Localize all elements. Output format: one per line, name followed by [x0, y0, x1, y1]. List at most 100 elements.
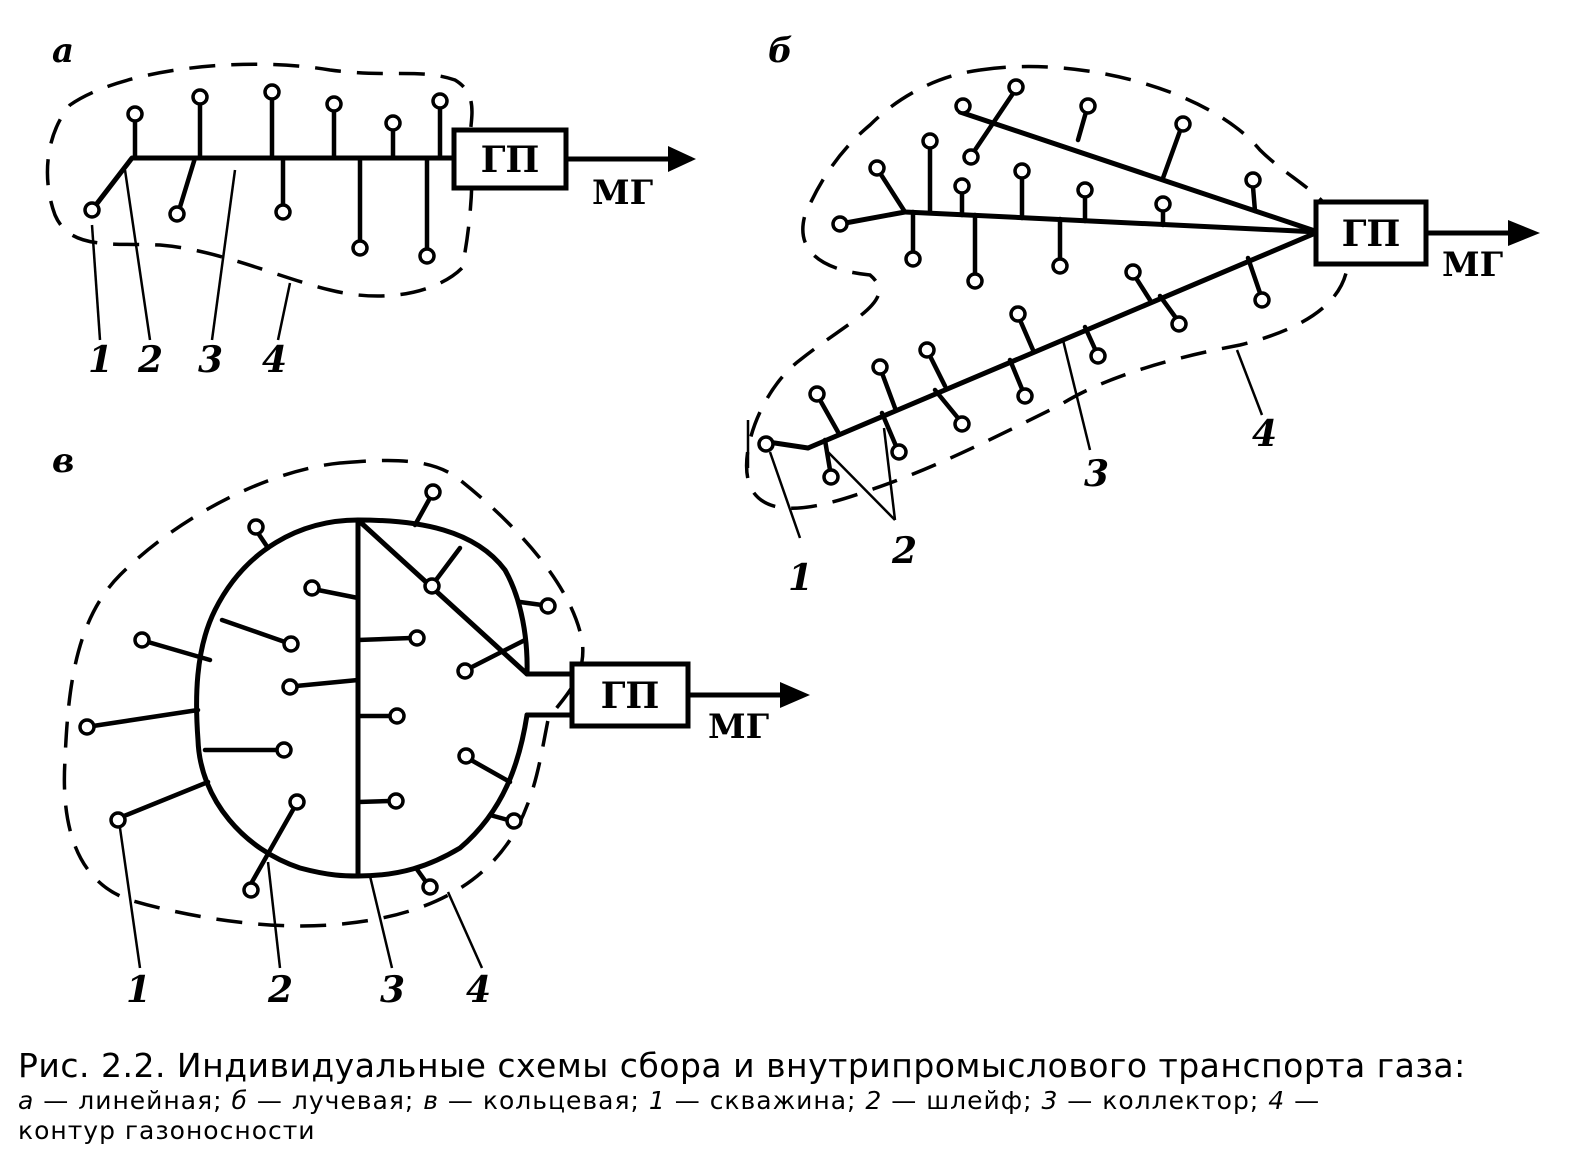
well-icon — [918, 341, 936, 359]
well-icon — [274, 203, 292, 221]
well-icon — [921, 132, 939, 150]
legend-text: скважина; — [709, 1086, 857, 1115]
well-icon — [281, 678, 299, 696]
well-icon — [126, 105, 144, 123]
well-icon — [1089, 347, 1107, 365]
panel-b-callout-4: 4 — [1252, 413, 1277, 455]
well-icon — [966, 272, 984, 290]
well-icon — [1154, 195, 1172, 213]
well-icon — [822, 468, 840, 486]
panel-c-ring-collector — [194, 517, 543, 879]
legend-key: б — [231, 1086, 248, 1115]
well-icon — [282, 635, 300, 653]
well-icon — [953, 177, 971, 195]
panel-c-leaders — [118, 827, 484, 969]
figure-caption: Рис. 2.2. Индивидуальные схемы сбора и в… — [18, 1046, 1563, 1146]
well-icon — [384, 114, 402, 132]
well-icon — [423, 577, 441, 595]
well-icon — [757, 435, 775, 453]
well-icon — [890, 443, 908, 461]
well-icon — [191, 88, 209, 106]
panel-b-gas-processing-box — [1313, 199, 1429, 267]
well-icon — [109, 811, 127, 829]
well-icon — [387, 792, 405, 810]
well-icon — [388, 707, 406, 725]
legend-text: контур газоносности — [18, 1116, 316, 1145]
well-icon — [431, 92, 449, 110]
well-icon — [871, 358, 889, 376]
panel-b-callout-1: 1 — [788, 557, 813, 599]
well-icon — [505, 812, 523, 830]
well-icon — [1174, 115, 1192, 133]
panel-c-letter: в — [52, 441, 74, 481]
well-icon — [456, 662, 474, 680]
panel-c-callout-3: 3 — [380, 969, 405, 1011]
panel-a-pipeline-label: МГ — [592, 173, 654, 213]
well-icon — [1170, 315, 1188, 333]
well-icon — [1124, 263, 1142, 281]
legend-key: 3 — [1041, 1086, 1059, 1115]
well-icon — [133, 631, 151, 649]
legend-text: линейная; — [78, 1086, 223, 1115]
arrow-head-icon — [668, 146, 696, 172]
well-icon — [303, 579, 321, 597]
well-icon — [418, 247, 436, 265]
well-icon — [953, 415, 971, 433]
panel-c-callout-1: 1 — [126, 969, 151, 1011]
panel-b-wells — [757, 78, 1271, 486]
legend-text: лучевая; — [291, 1086, 415, 1115]
well-icon — [1016, 387, 1034, 405]
well-icon — [457, 747, 475, 765]
well-icon — [275, 741, 293, 759]
well-icon — [168, 205, 186, 223]
panel-a-callout-2: 2 — [137, 339, 163, 381]
legend-text: кольцевая; — [482, 1086, 640, 1115]
well-icon — [1079, 97, 1097, 115]
well-icon — [421, 878, 439, 896]
well-icon — [831, 215, 849, 233]
arrow-head-icon — [780, 682, 810, 708]
panel-c-gas-processing-box — [569, 661, 691, 729]
well-icon — [408, 629, 426, 647]
well-icon — [954, 97, 972, 115]
panel-b-letter: б — [768, 31, 793, 71]
well-icon — [539, 597, 557, 615]
well-icon — [288, 793, 306, 811]
panel-a-gas-bearing-contour — [45, 62, 474, 298]
panel-a-linear-scheme: а ГП — [45, 31, 696, 381]
panel-c-ring-scheme: в — [52, 441, 810, 1011]
panel-a-box-label: ГП — [481, 139, 540, 181]
panel-c-wells — [78, 483, 557, 899]
legend-key: 1 — [648, 1086, 666, 1115]
panel-c-box-label: ГП — [601, 675, 660, 717]
caption-title: Рис. 2.2. Индивидуальные схемы сбора и в… — [18, 1046, 1466, 1085]
panel-a-leaders — [90, 169, 292, 341]
panel-b-radial-scheme: б — [744, 31, 1540, 599]
panel-c-callout-4: 4 — [466, 969, 491, 1011]
well-icon — [1007, 78, 1025, 96]
panel-a-callout-3: 3 — [198, 339, 223, 381]
well-icon — [904, 250, 922, 268]
well-icon — [424, 483, 442, 501]
panel-c-gas-bearing-contour — [62, 458, 585, 928]
legend-key: в — [423, 1086, 439, 1115]
legend-text: шлейф; — [926, 1086, 1033, 1115]
well-icon — [1076, 181, 1094, 199]
arrow-head-icon — [1508, 220, 1540, 246]
panel-c-pipeline-label: МГ — [708, 707, 770, 747]
panel-c-callout-2: 2 — [267, 969, 293, 1011]
legend-text: коллектор; — [1102, 1086, 1260, 1115]
panel-a-collector — [89, 155, 458, 213]
well-icon — [1013, 162, 1031, 180]
panel-b-leaders — [746, 339, 1264, 539]
well-icon — [247, 518, 265, 536]
caption-legend: а — линейная; б — лучевая; в — кольцевая… — [18, 1086, 1321, 1145]
well-icon — [263, 83, 281, 101]
well-icon — [351, 239, 369, 257]
well-icon — [83, 201, 101, 219]
well-icon — [242, 881, 260, 899]
well-icon — [1051, 257, 1069, 275]
well-icon — [1244, 171, 1262, 189]
legend-key: а — [18, 1086, 35, 1115]
well-icon — [868, 159, 886, 177]
